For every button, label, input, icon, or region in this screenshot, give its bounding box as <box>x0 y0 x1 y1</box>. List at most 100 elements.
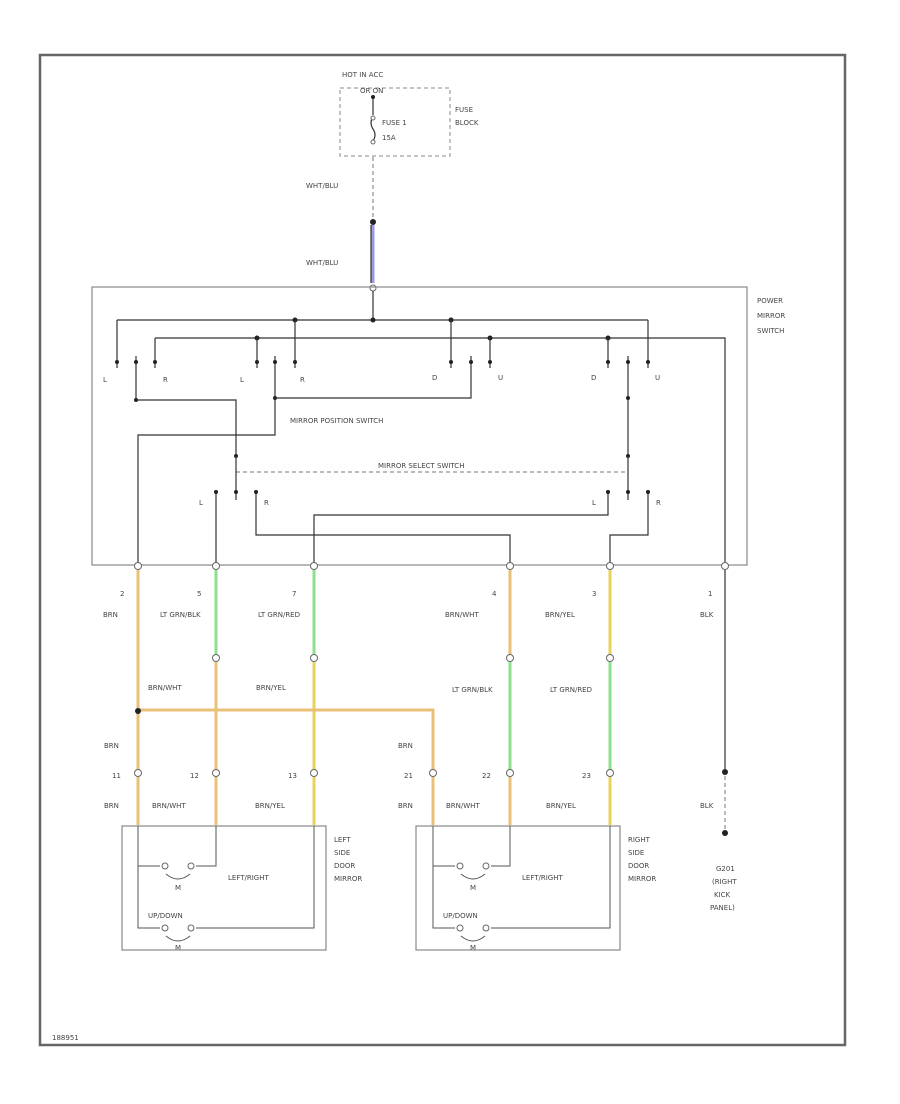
sel-right-out-b <box>609 500 649 565</box>
inline-connector <box>506 654 514 662</box>
wire-label-pin3: BRN/YEL <box>545 611 575 619</box>
contact-node <box>626 360 630 364</box>
ground-label-2: (RIGHT <box>712 878 737 886</box>
left-mirror-lr-circuit <box>138 826 217 867</box>
motor-symbol <box>460 873 486 880</box>
fuse-terminal-top <box>370 115 376 121</box>
gnd-drops <box>154 338 609 360</box>
pin-terminal-2 <box>134 562 142 570</box>
contact-node <box>449 360 453 364</box>
contact-label-L2: L <box>240 376 244 384</box>
pin-number-7: 7 <box>292 590 296 598</box>
fuse-block-outline <box>339 87 451 157</box>
mirror-pin-number-11: 11 <box>112 772 121 780</box>
contact-node <box>606 490 610 494</box>
wire-label-pin2: BRN <box>103 611 118 619</box>
mirror-wire-label-23: BRN/YEL <box>546 802 576 810</box>
right-mirror-label-1: RIGHT <box>628 836 651 844</box>
mid-label-brn-a: BRN <box>104 742 119 750</box>
left-ud-motor-m: M <box>175 944 181 952</box>
pin-number-5: 5 <box>197 590 201 598</box>
sel-feeds <box>235 456 629 485</box>
mirror-position-switch-label: MIRROR POSITION SWITCH <box>290 417 383 425</box>
motor-terminal <box>161 924 169 932</box>
right-mirror-label-3: DOOR <box>628 862 649 870</box>
motor-terminal <box>482 924 490 932</box>
left-mirror-label-3: DOOR <box>334 862 355 870</box>
fuse-terminal-bottom <box>370 139 376 145</box>
splice-brn <box>135 708 141 714</box>
mirror-pin-23 <box>606 769 614 777</box>
contact-node <box>626 490 630 494</box>
mid-label-brn-wht: BRN/WHT <box>148 684 182 692</box>
wire-brn-crossbus <box>138 708 435 770</box>
mirror-pin-11 <box>134 769 142 777</box>
sel-right-out-a <box>255 500 511 565</box>
wire-label-pin5: LT GRN/BLK <box>160 611 201 619</box>
fuse-block-label-1: FUSE <box>455 106 473 114</box>
contact-node <box>255 360 259 364</box>
pin-terminal-5 <box>212 562 220 570</box>
contact-node <box>646 360 650 364</box>
right-mirror-label-4: MIRROR <box>628 875 656 883</box>
fuse-title-top: HOT IN ACC <box>342 71 383 79</box>
contact-node <box>115 360 119 364</box>
contact-label-L1: L <box>103 376 107 384</box>
fuse-symbol <box>370 116 376 142</box>
pos-node-4 <box>626 396 630 400</box>
motor-symbol <box>460 935 486 942</box>
pin-terminal-7 <box>310 562 318 570</box>
fuse-title-bottom: OR ON <box>360 87 383 95</box>
right-mirror-lr-circuit <box>433 826 511 867</box>
contact-label-U1: U <box>498 374 503 382</box>
mirror-wire-label-22: BRN/WHT <box>446 802 480 810</box>
fuse-name: FUSE 1 <box>382 119 407 127</box>
motor-terminal <box>456 862 464 870</box>
mid-label-brn-yel: BRN/YEL <box>256 684 286 692</box>
ground-point <box>722 830 728 836</box>
power-mirror-label-1: POWER <box>757 297 783 305</box>
pin-terminal-3 <box>606 562 614 570</box>
right-ud-motor-m: M <box>470 944 476 952</box>
pin-number-3: 3 <box>592 590 596 598</box>
wire-label-pin7: LT GRN/RED <box>258 611 300 619</box>
contact-node <box>488 360 492 364</box>
fuse-node-top <box>371 95 375 99</box>
contact-label-R2: R <box>300 376 305 384</box>
contact-label-D1: D <box>432 374 437 382</box>
left-mirror-motor1: LEFT/RIGHT <box>228 874 269 882</box>
fuse-rating: 15A <box>382 134 396 142</box>
motor-terminal <box>187 924 195 932</box>
bus-node-center <box>370 317 376 323</box>
ground-splice <box>722 769 728 775</box>
sel-left-cross <box>313 500 609 565</box>
inline-connector <box>212 654 220 662</box>
mirror-pin-21 <box>429 769 437 777</box>
mirror-pin-number-13: 13 <box>288 772 297 780</box>
footer-code: 188951 <box>52 1034 79 1042</box>
right-mirror-box <box>415 825 621 951</box>
mirror-wire-label-21: BRN <box>398 802 413 810</box>
contact-label-R3: R <box>264 499 269 507</box>
inline-connector <box>310 654 318 662</box>
mirror-pin-22 <box>506 769 514 777</box>
pin-number-4: 4 <box>492 590 497 598</box>
mirror-select-switch-label: MIRROR SELECT SWITCH <box>378 462 464 470</box>
contact-node <box>273 360 277 364</box>
right-lr-motor-m: M <box>470 884 476 892</box>
mirror-wire-label-12: BRN/WHT <box>152 802 186 810</box>
motor-terminal <box>187 862 195 870</box>
wire-label-pin1: BLK <box>700 611 714 619</box>
outer-frame <box>38 53 847 1047</box>
power-mirror-label-3: SWITCH <box>757 327 784 335</box>
pin-number-1: 1 <box>708 590 712 598</box>
mid-label-ltgrn-blk-1: LT GRN/BLK <box>452 686 493 694</box>
power-mirror-label-2: MIRROR <box>757 312 785 320</box>
wire-label-wht-blu-1: WHT/BLU <box>306 182 338 190</box>
inline-connector <box>606 654 614 662</box>
mirror-pin-number-22: 22 <box>482 772 491 780</box>
contact-node <box>293 360 297 364</box>
switch-feed-terminal <box>369 284 377 292</box>
right-mirror-label-2: SIDE <box>628 849 644 857</box>
